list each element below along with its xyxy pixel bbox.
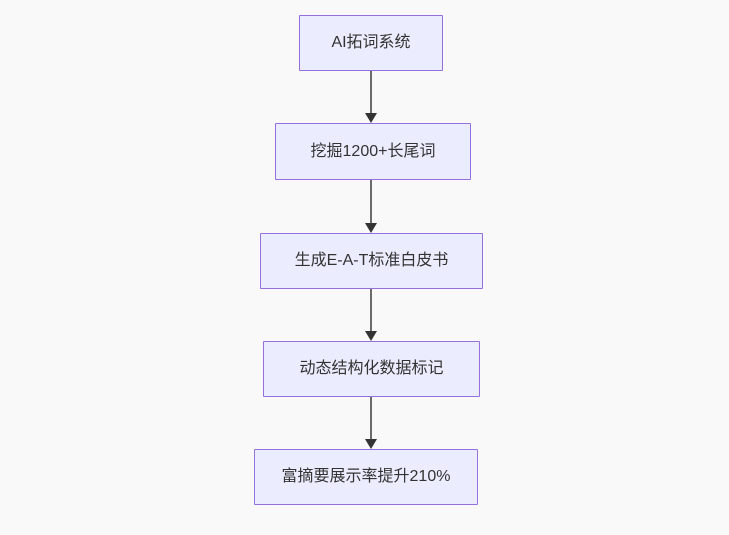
flow-node-eat-whitepaper: 生成E-A-T标准白皮书 [260, 233, 483, 289]
flow-node-label: 生成E-A-T标准白皮书 [294, 252, 449, 270]
arrowhead-icon [365, 439, 377, 449]
flow-node-ai-keyword-system: AI拓词系统 [299, 15, 443, 71]
flow-node-rich-snippet-result: 富摘要展示率提升210% [254, 449, 478, 505]
flow-node-structured-data-markup: 动态结构化数据标记 [263, 341, 480, 397]
edge-line-c-d [370, 289, 372, 332]
arrowhead-icon [365, 223, 377, 233]
arrowhead-icon [365, 331, 377, 341]
flow-node-label: 富摘要展示率提升210% [281, 468, 451, 486]
flow-node-label: AI拓词系统 [331, 34, 411, 52]
edge-line-d-e [370, 397, 372, 440]
edge-line-b-c [370, 180, 372, 224]
flow-node-label: 挖掘1200+长尾词 [310, 142, 436, 160]
arrowhead-icon [365, 113, 377, 123]
flow-node-label: 动态结构化数据标记 [299, 360, 444, 378]
flow-node-longtail-mining: 挖掘1200+长尾词 [275, 123, 471, 180]
edge-line-a-b [370, 71, 372, 114]
